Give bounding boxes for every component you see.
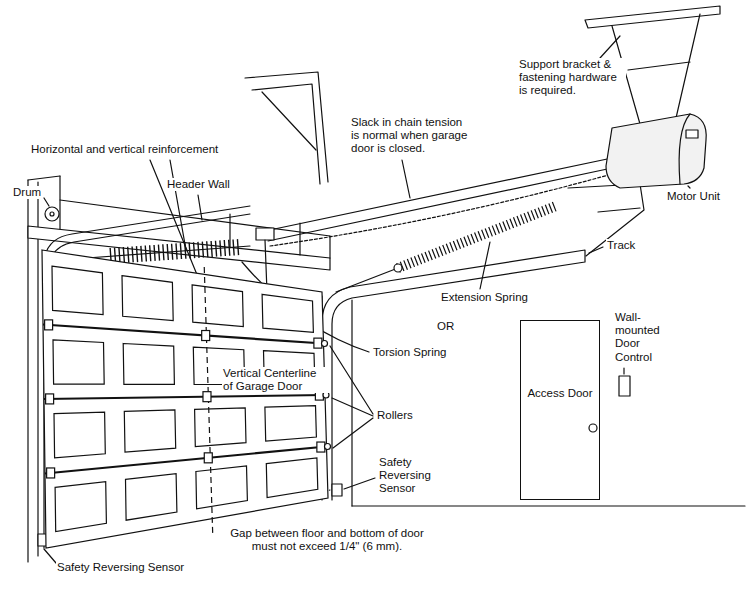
door-panel	[265, 406, 317, 441]
chain	[270, 174, 612, 246]
spring-cable	[336, 268, 398, 292]
door-panel	[124, 410, 175, 452]
door-panel	[122, 276, 173, 321]
wall-control	[619, 376, 630, 396]
torsion-spring	[110, 247, 240, 256]
right-track	[322, 250, 585, 500]
leader-line	[44, 198, 49, 206]
motor-light	[686, 130, 698, 138]
hinge	[203, 392, 211, 402]
door-panel	[52, 266, 103, 315]
motor-unit	[679, 114, 690, 184]
door-panel	[123, 344, 174, 385]
leader-line	[198, 195, 202, 220]
part-label: Extension Spring	[440, 291, 529, 304]
part-label: Rollers	[376, 409, 414, 422]
leader-line	[480, 242, 490, 289]
track-hanger	[598, 208, 640, 212]
door-jamb	[28, 176, 60, 180]
leader-line	[688, 186, 690, 188]
safety-sensor	[332, 484, 342, 496]
door-panel	[262, 294, 313, 332]
hinge	[204, 453, 212, 463]
track-hanger	[262, 92, 316, 150]
part-label: Wall- mounted Door Control	[614, 311, 668, 364]
note-text: Support bracket & fastening hardware is …	[518, 58, 626, 98]
leader-line	[330, 346, 373, 414]
motor-unit	[606, 114, 706, 188]
leader-line	[600, 36, 620, 58]
door-knob	[589, 424, 597, 432]
extension-spring	[398, 206, 556, 268]
note-text: Slack in chain tension is normal when ga…	[350, 116, 472, 156]
roller	[325, 444, 331, 450]
pulley	[394, 264, 402, 272]
note-text: OR	[436, 320, 455, 333]
door-panel	[126, 474, 177, 521]
drum	[45, 207, 59, 221]
door-panel	[192, 285, 243, 327]
part-label: Safety Reversing Sensor	[56, 561, 185, 574]
leader-line	[402, 160, 410, 198]
floor-line	[352, 505, 745, 506]
door-outline: Access Door	[520, 320, 600, 500]
trolley	[256, 228, 274, 240]
opener-rail	[265, 158, 612, 231]
hinge	[317, 442, 325, 452]
hinge	[46, 394, 54, 404]
part-label: Track	[606, 239, 636, 252]
leader-line	[589, 247, 603, 253]
roller	[322, 341, 328, 347]
wall-stud	[299, 223, 300, 255]
leader-line	[333, 418, 373, 448]
leader-line	[344, 478, 375, 489]
door-panel	[196, 466, 248, 509]
part-label: Motor Unit	[666, 190, 721, 203]
part-label: Header Wall	[166, 178, 231, 191]
door-panel	[54, 412, 105, 458]
hinge	[47, 468, 55, 478]
support-bracket	[628, 62, 690, 70]
leader-line	[44, 549, 56, 563]
leader-line	[332, 398, 373, 416]
door-panel	[55, 482, 106, 532]
wall-corner	[351, 300, 352, 506]
part-label: Torsion Spring	[372, 346, 448, 359]
hinge	[314, 338, 322, 348]
leader-line	[170, 160, 186, 250]
hinge	[45, 320, 53, 330]
part-label: Vertical Centerline of Garage Door	[222, 367, 330, 393]
section-joint	[43, 325, 324, 344]
track-hanger	[568, 184, 644, 256]
hinge	[202, 331, 210, 341]
leader-line	[623, 368, 624, 374]
part-label: Horizontal and vertical reinforcement	[30, 143, 219, 156]
opener-rail	[268, 168, 612, 241]
support-bracket	[676, 14, 700, 118]
header-wall	[329, 236, 330, 258]
door-panel	[266, 458, 318, 498]
node-text: Access Door	[526, 387, 593, 400]
note-text: Gap between floor and bottom of door mus…	[218, 527, 436, 553]
garage-door	[42, 250, 328, 548]
section-joint	[45, 447, 327, 474]
part-label: Drum	[12, 186, 42, 199]
section-joint	[44, 395, 325, 399]
header-wall	[60, 200, 330, 236]
door-panel	[195, 408, 246, 447]
drum	[50, 212, 54, 216]
track-hanger	[252, 84, 320, 184]
door-panel	[53, 340, 104, 384]
part-label: Safety Reversing Sensor	[378, 456, 438, 496]
